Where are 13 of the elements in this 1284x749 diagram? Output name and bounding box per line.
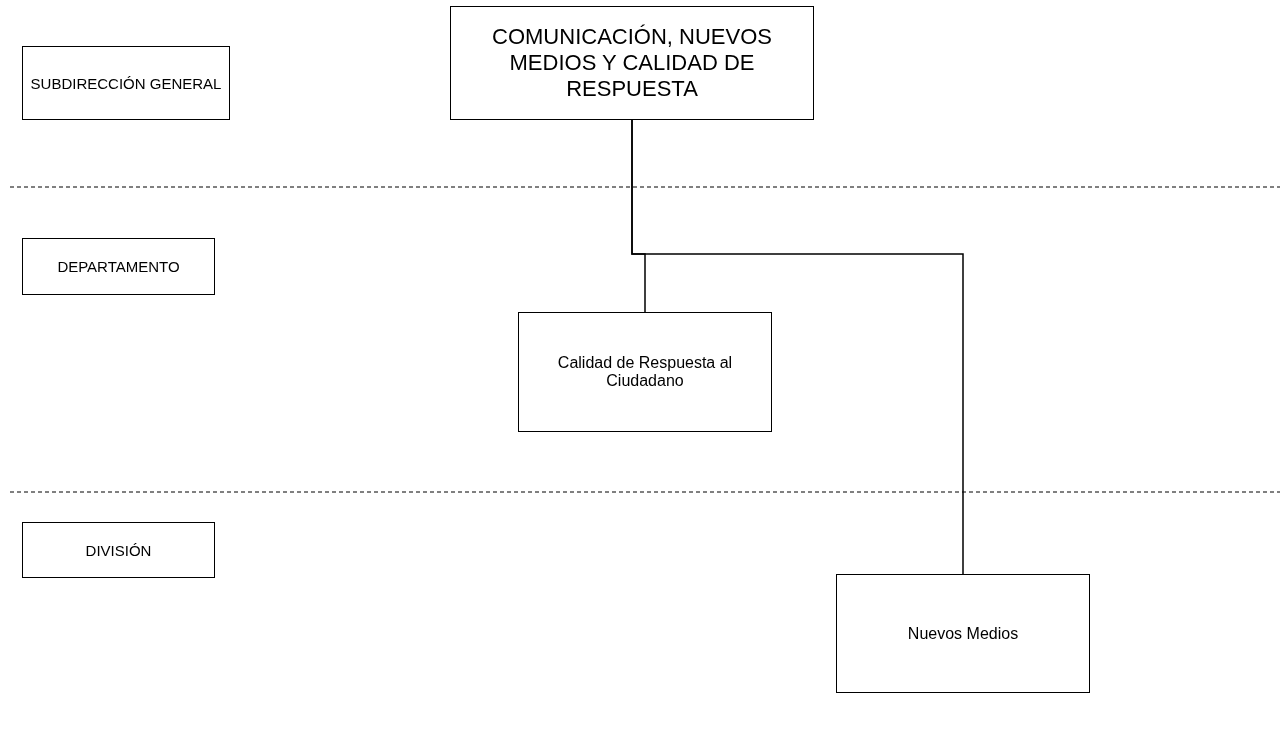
box-label: Calidad de Respuesta al Ciudadano xyxy=(556,354,734,390)
box-label: SUBDIRECCIÓN GENERAL xyxy=(29,74,223,92)
box-label: DEPARTAMENTO xyxy=(56,258,181,275)
box-label: DIVISIÓN xyxy=(84,541,153,559)
org-unit-box xyxy=(518,312,772,432)
org-unit-box xyxy=(836,574,1090,693)
box-label: COMUNICACIÓN, NUEVOS MEDIOS Y CALIDAD DE RESPUESTA xyxy=(491,24,773,102)
level-box xyxy=(22,238,215,295)
org-unit-box xyxy=(450,6,814,120)
level-box xyxy=(22,46,230,120)
level-box xyxy=(22,522,215,578)
connector-line xyxy=(631,119,964,575)
box-label: Nuevos Medios xyxy=(906,624,1020,643)
